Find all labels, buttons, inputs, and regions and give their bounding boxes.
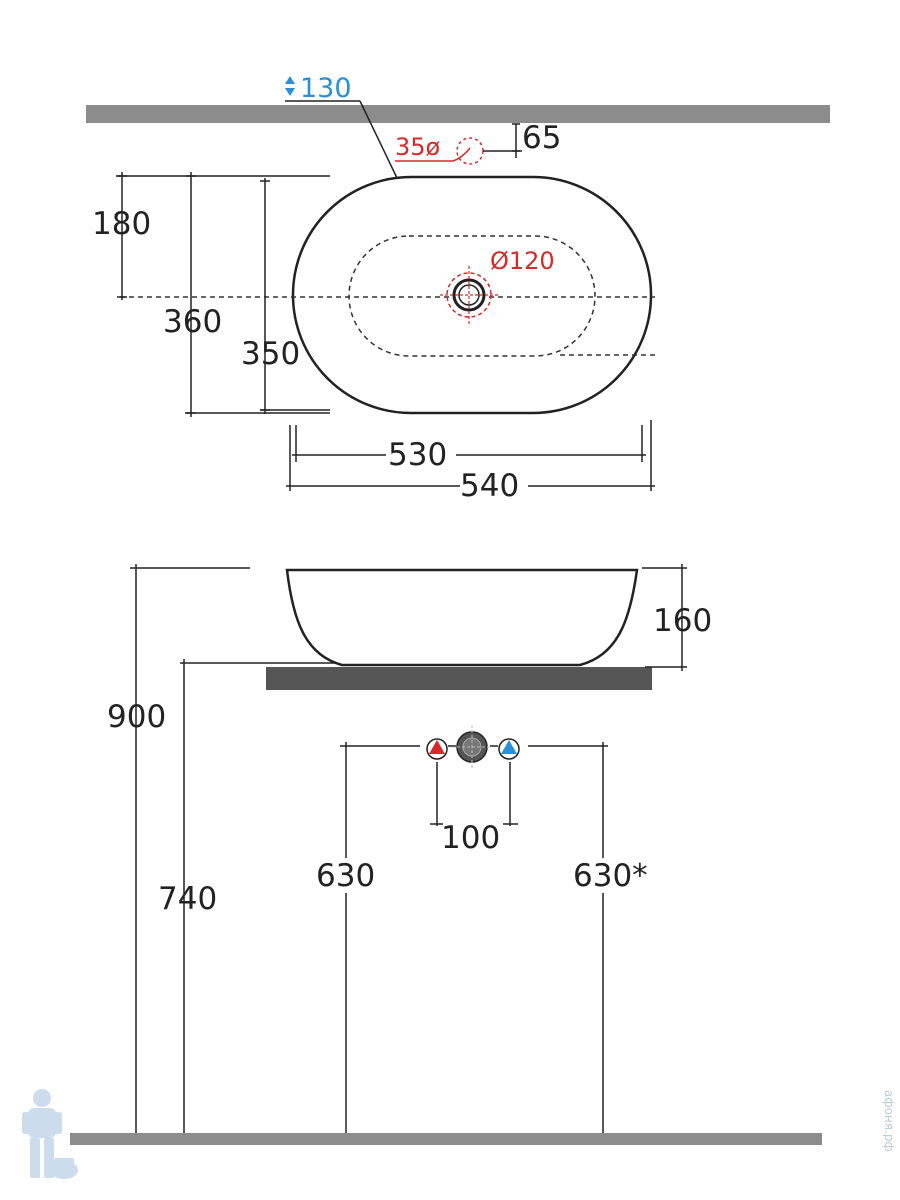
rim-height-label: 900 <box>107 699 166 735</box>
side-view: 160 900 740 100 <box>70 564 822 1145</box>
tap-hole-leader <box>452 147 471 162</box>
inner-depth-label: 350 <box>241 336 300 372</box>
tap-hole-label: 35ø <box>395 133 440 161</box>
watermark: афоня.рф <box>882 1090 896 1152</box>
drain-outlet-icon <box>452 725 492 768</box>
clearance-leader-slant <box>359 100 398 179</box>
bowl-height-label: 160 <box>653 603 712 639</box>
top-view: 130 35ø 65 Ø120 <box>86 73 830 504</box>
tap-spacing-label: 100 <box>441 820 500 856</box>
tap-offset-label: 65 <box>522 120 561 156</box>
half-depth-label: 180 <box>92 206 151 242</box>
basin-outer-outline <box>291 175 653 415</box>
outer-width-label: 540 <box>460 468 519 504</box>
inner-width-label: 530 <box>388 437 447 473</box>
drain-diameter-label: Ø120 <box>490 247 555 275</box>
outer-depth-label: 360 <box>163 304 222 340</box>
wall-bar <box>86 105 830 123</box>
hot-water-inlet-icon <box>426 738 448 760</box>
cold-water-inlet-icon <box>498 738 520 760</box>
countertop <box>266 667 652 690</box>
drain-icon <box>440 266 498 324</box>
floor-bar <box>70 1133 822 1145</box>
left-outlet-label: 630 <box>316 858 375 894</box>
bowl-profile <box>285 568 639 667</box>
basin-inner-outline <box>348 235 596 357</box>
right-outlet-label: 630* <box>573 858 648 894</box>
counter-height-label: 740 <box>158 881 217 917</box>
tap-hole-circle <box>456 137 484 165</box>
clearance-arrows-icon <box>285 76 295 96</box>
plumber-logo <box>22 1089 78 1179</box>
clearance-label: 130 <box>300 73 352 104</box>
